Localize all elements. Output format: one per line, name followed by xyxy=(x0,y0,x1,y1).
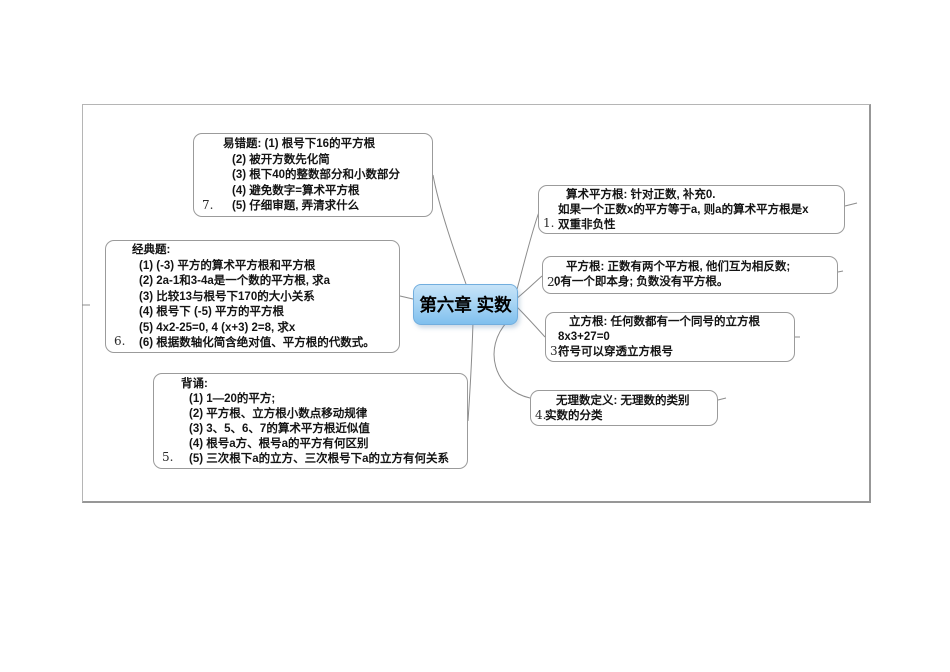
topic-line: 8x3+27=0 xyxy=(558,331,610,343)
topic-line: (3) 比较13与根号下170的大小关系 xyxy=(139,290,315,303)
topic-line: 经典题: xyxy=(132,244,171,256)
topic-number: 7. xyxy=(202,198,214,212)
topic-line: (4) 根号a方、根号a的平方有何区别 xyxy=(189,438,369,450)
topic-line: (3) 根下40的整数部分和小数部分 xyxy=(232,169,401,181)
topic-line: (2) 2a-1和3-4a是一个数的平方根, 求a xyxy=(139,275,331,287)
connector-irrational xyxy=(493,320,531,399)
topic-line: (4) 根号下 (-5) 平方的平方根 xyxy=(139,306,285,318)
stub-irrational-right xyxy=(717,397,727,401)
topic-line: 算术平方根: 针对正数, 补充0. xyxy=(566,189,716,201)
topic-line: 背诵: xyxy=(181,378,208,390)
topic-line: (1) 1—20的平方; xyxy=(189,393,276,405)
topic-error-prone-questions[interactable]: 7. 易错题: (1) 根号下16的平方根 (2) 被开方数先化简 (3) 根下… xyxy=(193,133,433,217)
topic-line: 如果一个正数x的平方等于a, 则a的算术平方根是x xyxy=(558,204,809,216)
topic-line: 0有一个即本身; 负数没有平方根。 xyxy=(554,276,729,288)
topic-line: 双重非负性 xyxy=(558,219,616,231)
topic-cube-root[interactable]: 3. 立方根: 任何数都有一个同号的立方根 8x3+27=0 符号可以穿透立方根… xyxy=(545,312,795,362)
connector-square-root xyxy=(515,275,543,300)
topic-line: 无理数定义: 无理数的类别 xyxy=(556,395,690,407)
topic-number: 5. xyxy=(162,450,174,464)
topic-line: (2) 平方根、立方根小数点移动规律 xyxy=(189,408,368,420)
connector-error-prone xyxy=(432,174,467,285)
topic-classic-questions[interactable]: 6. 经典题: (1) (-3) 平方的算术平方根和平方根 (2) 2a-1和3… xyxy=(105,240,400,353)
topic-number: 6. xyxy=(114,334,126,348)
topic-irrational-definition[interactable]: 4. 无理数定义: 无理数的类别 实数的分类 xyxy=(530,390,718,426)
stub-arithmetic-right xyxy=(844,202,858,207)
central-topic[interactable]: 第六章 实数 xyxy=(413,284,518,325)
stub-square-root-right xyxy=(837,270,844,273)
connector-cube-root xyxy=(515,305,546,338)
connector-arithmetic xyxy=(515,211,540,294)
topic-line: 实数的分类 xyxy=(545,410,603,422)
connector-recitation xyxy=(467,321,474,422)
topic-line: 平方根: 正数有两个平方根, 他们互为相反数; xyxy=(566,261,791,273)
topic-arithmetic-square-root[interactable]: 1. 算术平方根: 针对正数, 补充0. 如果一个正数x的平方等于a, 则a的算… xyxy=(538,185,845,234)
connector-classic xyxy=(399,295,414,300)
topic-line: (5) 仔细审题, 弄清求什么 xyxy=(232,200,360,212)
topic-line: (4) 避免数字=算术平方根 xyxy=(232,184,360,197)
topic-line: (5) 三次根下a的立方、三次根号下a的立方有何关系 xyxy=(189,453,450,465)
topic-line: (6) 根据数轴化简含绝对值、平方根的代数式。 xyxy=(139,337,375,349)
topic-number: 1. xyxy=(543,216,555,230)
topic-recitation[interactable]: 5. 背诵: (1) 1—20的平方; (2) 平方根、立方根小数点移动规律 (… xyxy=(153,373,468,469)
topic-line: (1) (-3) 平方的算术平方根和平方根 xyxy=(139,259,316,272)
topic-square-root[interactable]: 2. 平方根: 正数有两个平方根, 他们互为相反数; 0有一个即本身; 负数没有… xyxy=(542,256,838,294)
topic-line: 易错题: (1) 根号下16的平方根 xyxy=(223,138,376,150)
topic-line: (5) 4x2-25=0, 4 (x+3) 2=8, 求x xyxy=(139,321,296,334)
topic-line: (2) 被开方数先化简 xyxy=(232,153,330,166)
topic-number: 4. xyxy=(535,408,547,422)
topic-line: 符号可以穿透立方根号 xyxy=(558,346,673,358)
topic-line: (3) 3、5、6、7的算术平方根近似值 xyxy=(189,423,370,435)
topic-number: 3. xyxy=(550,344,562,358)
topic-line: 立方根: 任何数都有一个同号的立方根 xyxy=(569,316,761,328)
topic-number: 2. xyxy=(547,275,559,289)
